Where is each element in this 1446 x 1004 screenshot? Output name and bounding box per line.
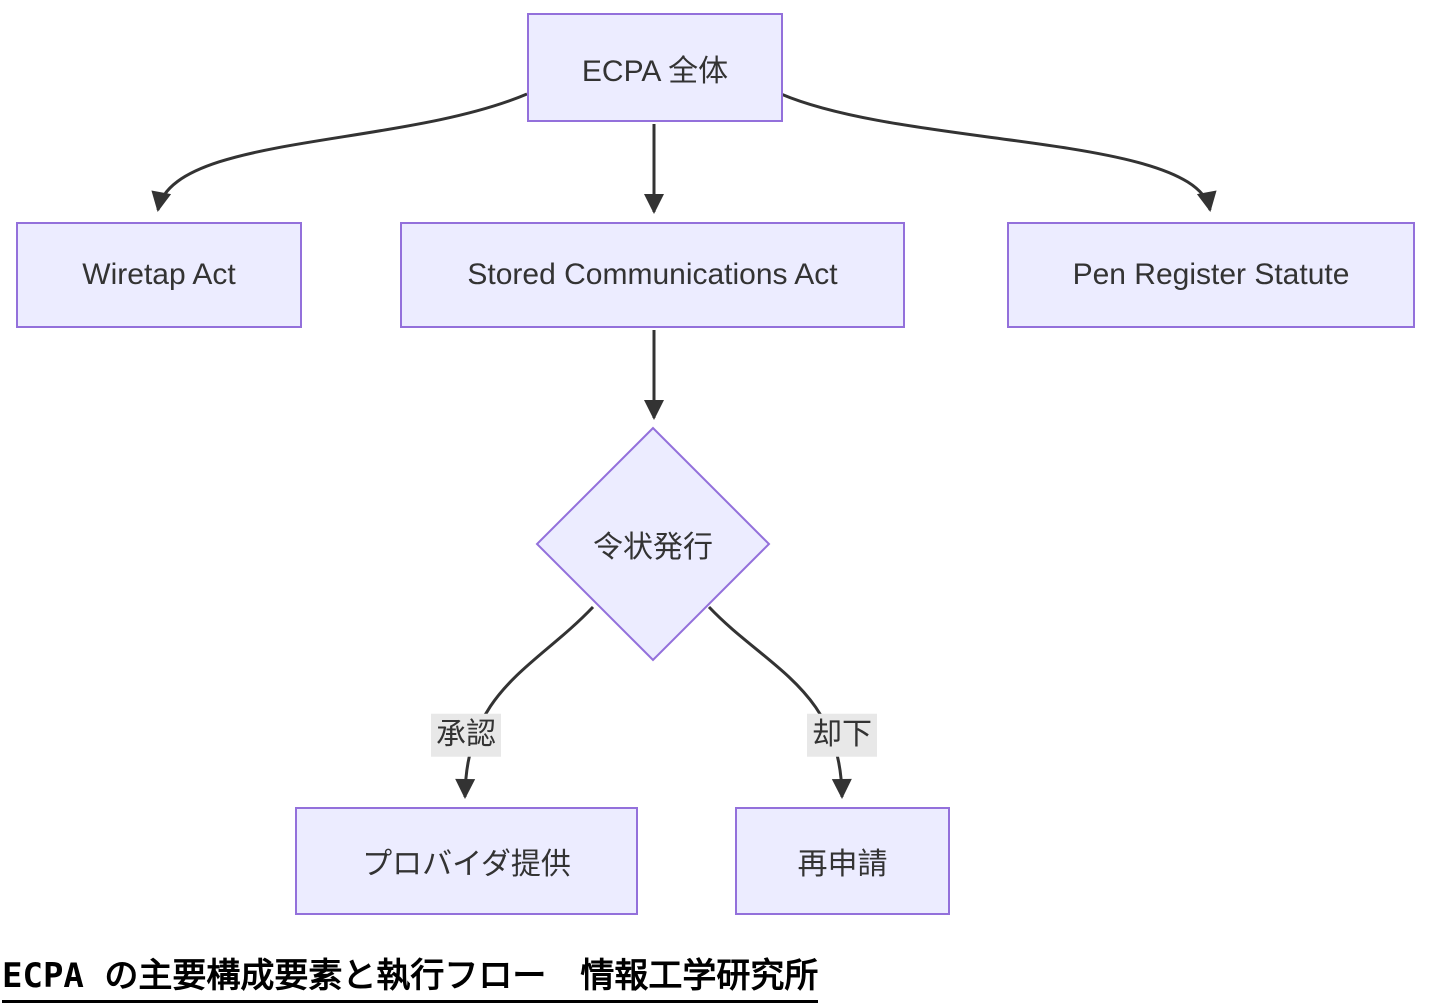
diagram-caption: ECPA の主要構成要素と執行フロー 情報工学研究所 [2, 948, 819, 1003]
node-provider-disclosure-label: プロバイダ提供 [362, 848, 571, 881]
edge-label-reject: 却下 [807, 713, 877, 757]
edge-warrant-to-reapply [707, 605, 852, 799]
node-warrant-decision: 令状発行 [535, 426, 771, 662]
edge-ecpa-to-wiretap [151, 92, 528, 212]
node-wiretap-act-label: Wiretap Act [82, 258, 236, 291]
node-reapply: 再申請 [735, 807, 950, 915]
edge-label-approve: 承認 [431, 713, 501, 757]
node-provider-disclosure: プロバイダ提供 [295, 807, 638, 915]
node-pen-register-statute-label: Pen Register Statute [1072, 258, 1350, 291]
node-warrant-decision-label: 令状発行 [593, 531, 713, 564]
edge-warrant-to-provider [455, 605, 595, 799]
node-ecpa-label: ECPA 全体 [581, 54, 729, 88]
edge-ecpa-to-pen [780, 92, 1217, 212]
node-stored-communications-act-label: Stored Communications Act [467, 258, 838, 291]
node-wiretap-act: Wiretap Act [16, 222, 302, 328]
node-reapply-label: 再申請 [797, 848, 888, 881]
node-ecpa: ECPA 全体 [527, 13, 783, 122]
node-stored-communications-act: Stored Communications Act [400, 222, 905, 328]
node-pen-register-statute: Pen Register Statute [1007, 222, 1415, 328]
